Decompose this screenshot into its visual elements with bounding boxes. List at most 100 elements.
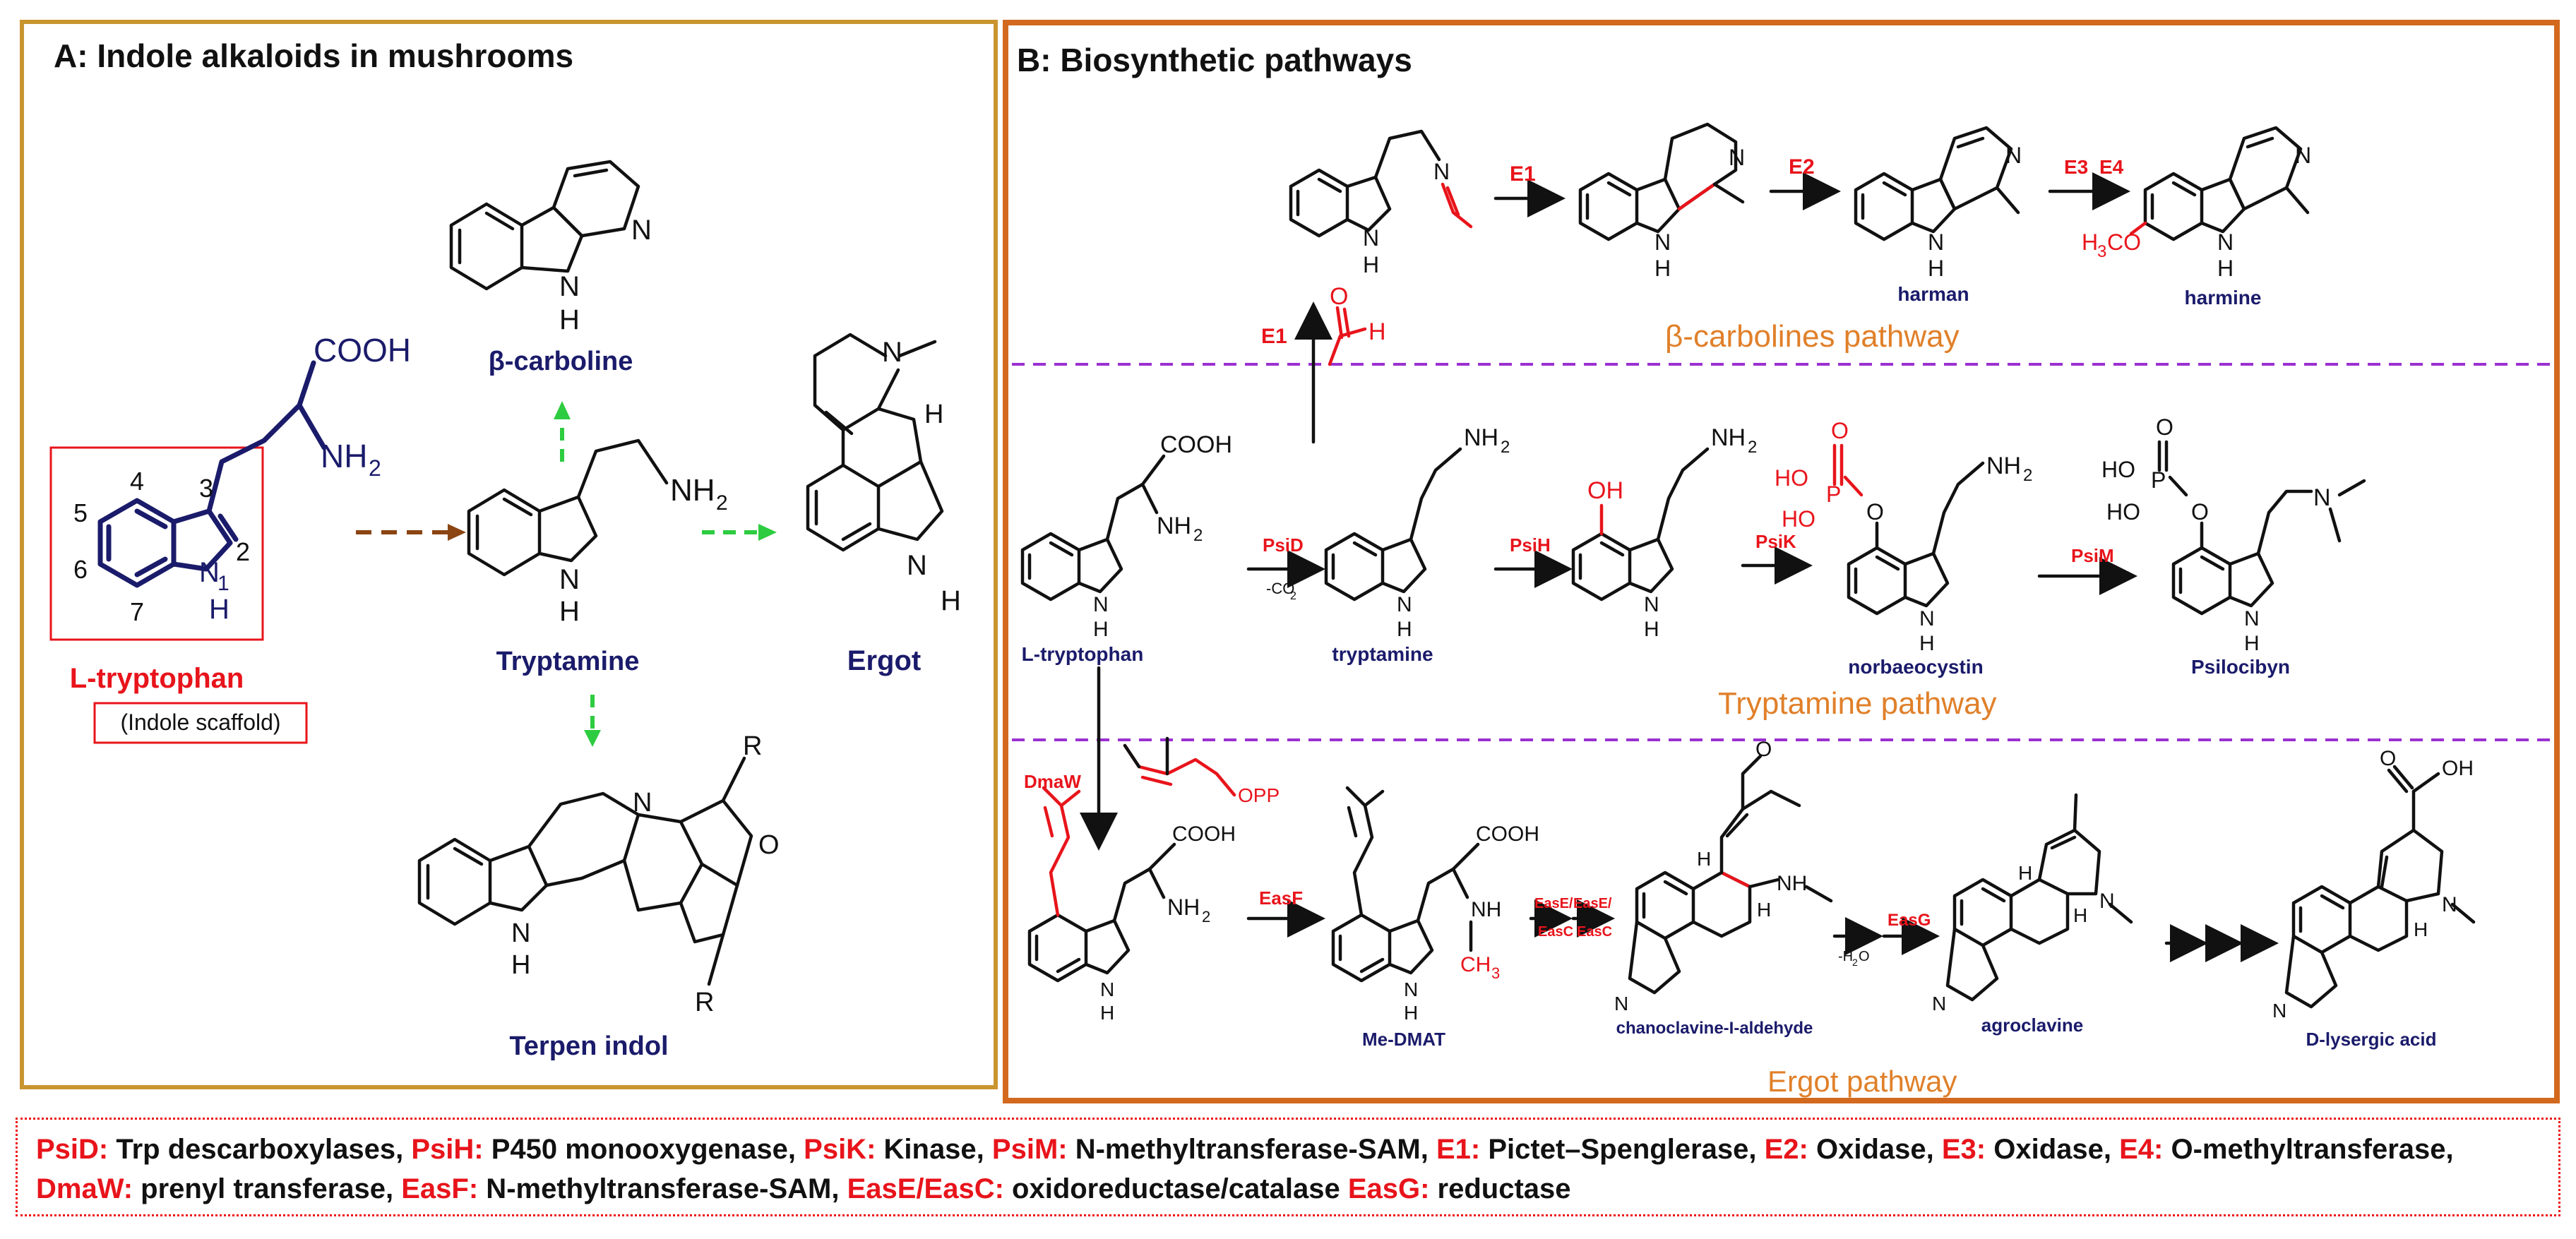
legend-key: PsiD: bbox=[36, 1134, 109, 1165]
psilocibyn-structure bbox=[2157, 440, 2366, 616]
dmat-h: H bbox=[1100, 1002, 1114, 1024]
terpen-o: O bbox=[758, 830, 780, 860]
b-tryp-nh2-sub: 2 bbox=[1501, 438, 1510, 457]
agro-h-1: H bbox=[2018, 862, 2032, 884]
b-tryptamine-label: tryptamine bbox=[1332, 643, 1433, 665]
b-tryptamine-structure bbox=[1324, 447, 1462, 601]
legend-desc: Oxidase, bbox=[1808, 1134, 1942, 1165]
medmat-n: N bbox=[1404, 978, 1418, 1000]
green-arrowhead-up bbox=[554, 401, 571, 419]
chano-o: O bbox=[1755, 738, 1772, 761]
norb-nh2: NH bbox=[1986, 453, 2021, 479]
medmat-ch3-sub: 3 bbox=[1491, 964, 1500, 982]
chano-h-1: H bbox=[1697, 848, 1711, 870]
green-arrowhead-down bbox=[584, 730, 601, 747]
panel-b: B: Biosynthetic pathways β-carbolines pa… bbox=[1003, 20, 2560, 1103]
norb-p: P bbox=[1826, 481, 1841, 507]
imine-nh: N bbox=[1363, 225, 1379, 251]
lys-o: O bbox=[2380, 747, 2396, 770]
dmat-n: N bbox=[1100, 978, 1114, 1000]
terpen-h: H bbox=[511, 950, 530, 980]
norb-nh2-sub: 2 bbox=[2023, 466, 2032, 485]
tryp-nh2: NH bbox=[670, 473, 715, 508]
psil-ho-1: HO bbox=[2101, 457, 2135, 482]
ltrp-cooh: COOH bbox=[314, 332, 411, 369]
harman-nh: N bbox=[1928, 229, 1944, 255]
enzyme-legend: PsiD: Trp descarboxylases, PsiH: P450 mo… bbox=[16, 1118, 2560, 1216]
beta-carboline-structure bbox=[449, 160, 640, 291]
harmine-h3co-h: H bbox=[2082, 229, 2098, 255]
enzyme-psik: PsiK bbox=[1755, 531, 1796, 552]
tryptamine-structure bbox=[467, 438, 669, 577]
tryptamine-label: Tryptamine bbox=[496, 647, 640, 676]
harmine-h3co-end: CO bbox=[2107, 229, 2141, 255]
co2-sub: 2 bbox=[1290, 590, 1296, 602]
imine-h: H bbox=[1363, 252, 1379, 277]
panel-a-title: A: Indole alkaloids in mushrooms bbox=[54, 37, 574, 74]
enzyme-easc-1: EasC bbox=[1538, 924, 1573, 940]
terpen-n: N bbox=[633, 788, 652, 818]
h2o-label: -H bbox=[1838, 949, 1853, 964]
ergot-structure bbox=[806, 333, 944, 552]
ltrp-pos7: 7 bbox=[130, 597, 144, 626]
terpen-r-bottom: R bbox=[695, 988, 714, 1017]
ltrp-label: L-tryptophan bbox=[70, 663, 244, 694]
hydroxy-h: H bbox=[1644, 618, 1659, 641]
psil-o: O bbox=[2191, 499, 2209, 525]
agroclavine-structure bbox=[1945, 793, 2133, 1002]
panel-a-diagram: COOH NH 2 N 1 H 2 3 4 5 6 7 L-tryptophan… bbox=[49, 160, 961, 1061]
enzyme-ease-2: EasE/ bbox=[1573, 896, 1612, 911]
enzyme-easf: EasF bbox=[1259, 887, 1303, 909]
legend-desc: Oxidase, bbox=[1986, 1134, 2120, 1165]
b-ltrp-h: H bbox=[1093, 618, 1109, 641]
harmine-structure bbox=[2129, 126, 2310, 241]
dhbc-n: N bbox=[1729, 145, 1745, 170]
enzyme-psid: PsiD bbox=[1263, 534, 1304, 556]
legend-desc: O-methyltransferase, bbox=[2163, 1134, 2454, 1165]
terpen-indol-structure bbox=[417, 756, 753, 986]
harmine-h3co-sub: 3 bbox=[2097, 242, 2106, 261]
medmat-structure bbox=[1331, 786, 1480, 983]
harman-label: harman bbox=[1897, 283, 1969, 305]
scaffold-box bbox=[93, 702, 308, 744]
co2-label: -CO bbox=[1266, 580, 1294, 597]
lys-hn: N bbox=[2272, 1000, 2286, 1022]
ergot-label: Ergot bbox=[847, 645, 921, 676]
medmat-nh: NH bbox=[1471, 898, 1501, 921]
terpen-r-top: R bbox=[743, 731, 762, 761]
bc-n: N bbox=[631, 215, 652, 246]
agro-h-2: H bbox=[2073, 904, 2087, 926]
ergot-h-top: H bbox=[924, 400, 943, 429]
enzyme-e2: E2 bbox=[1789, 155, 1815, 179]
bc-h: H bbox=[559, 304, 580, 335]
dihydro-bc-structure bbox=[1578, 122, 1745, 241]
h2o-end: O bbox=[1859, 949, 1870, 964]
panel-a: A: Indole alkaloids in mushrooms COOH NH… bbox=[20, 20, 998, 1089]
legend-key: EasG: bbox=[1347, 1173, 1430, 1204]
enzyme-psih: PsiH bbox=[1510, 534, 1551, 556]
enzyme-easg: EasG bbox=[1888, 911, 1931, 930]
norb-ho-1: HO bbox=[1775, 465, 1808, 491]
psil-h: H bbox=[2244, 632, 2260, 655]
norbaeocystin-label: norbaeocystin bbox=[1848, 656, 1983, 678]
ltrp-n1: N bbox=[199, 557, 220, 588]
agro-hn: N bbox=[1932, 993, 1946, 1014]
ltrp-pos3: 3 bbox=[199, 474, 213, 503]
psil-p: P bbox=[2151, 467, 2166, 493]
harman-h: H bbox=[1928, 256, 1944, 281]
b-tryp-h: H bbox=[1397, 618, 1412, 641]
legend-desc: Pictet–Spenglerase, bbox=[1480, 1134, 1765, 1165]
legend-desc: reductase bbox=[1429, 1173, 1571, 1204]
agroclavine-label: agroclavine bbox=[1981, 1014, 2084, 1036]
dmat-nh2: NH bbox=[1167, 894, 1200, 920]
hydroxytryptamine-structure bbox=[1571, 447, 1710, 601]
enzyme-e1-up: E1 bbox=[1261, 325, 1287, 348]
legend-key: PsiH: bbox=[411, 1134, 484, 1165]
legend-desc: Trp descarboxylases, bbox=[108, 1134, 412, 1165]
imine-n: N bbox=[1433, 159, 1450, 184]
lys-h: H bbox=[2414, 918, 2428, 940]
scaffold-label: (Indole scaffold) bbox=[120, 710, 280, 735]
chano-hn: N bbox=[1614, 993, 1628, 1014]
legend-key: EasE/EasC: bbox=[847, 1173, 1004, 1204]
norb-ho-2: HO bbox=[1782, 506, 1815, 532]
